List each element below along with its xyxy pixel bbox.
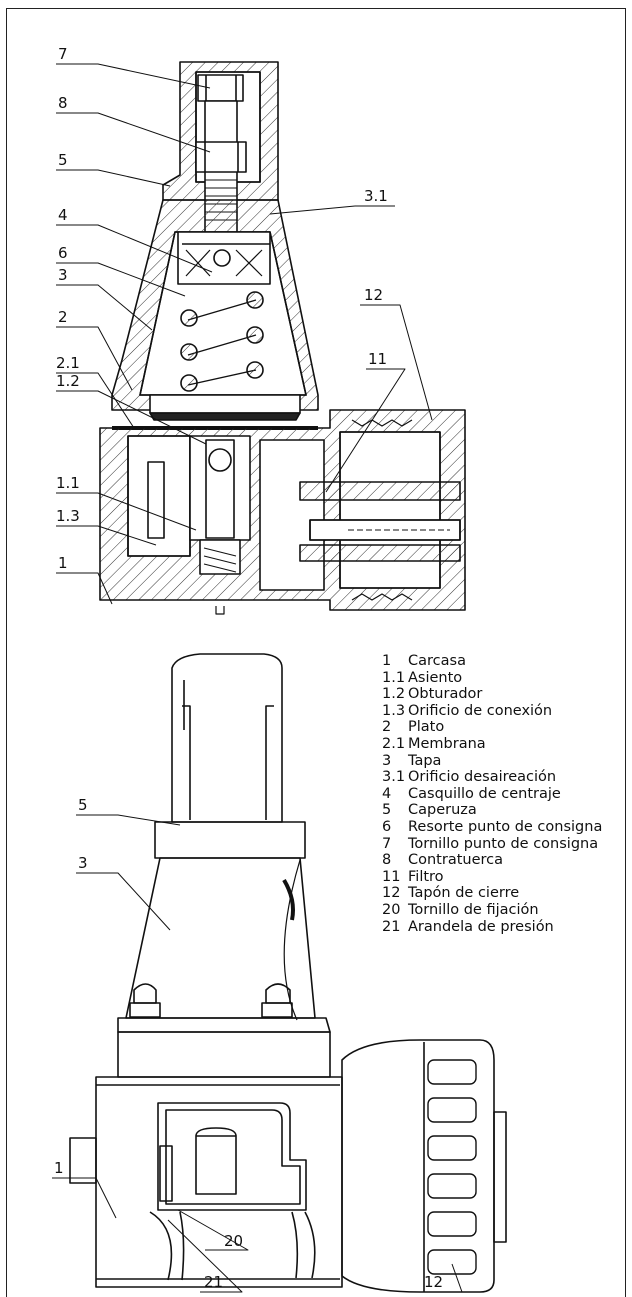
setpoint-spring [180, 291, 264, 392]
callout-1-3: 1.3 [56, 507, 80, 525]
callout-7: 7 [58, 45, 68, 63]
callout-2-1: 2.1 [56, 354, 80, 372]
callout-3-1: 3.1 [364, 187, 388, 205]
leader-lines [52, 63, 463, 1293]
fixing-screw [195, 1135, 237, 1195]
cap-exterior [171, 653, 283, 823]
callout-1-1: 1.1 [56, 474, 80, 492]
section-view [99, 61, 466, 615]
callout-1-exterior: 1 [54, 1159, 64, 1177]
callout-12-exterior: 12 [424, 1273, 444, 1291]
callout-5: 5 [58, 151, 68, 169]
cap-ring [154, 821, 306, 859]
exterior-view [69, 653, 507, 1293]
callout-8: 8 [58, 94, 68, 112]
closing-plug-exterior [341, 1039, 495, 1293]
filter [299, 481, 461, 501]
spring-washer [159, 1145, 173, 1202]
callout-1-2: 1.2 [56, 372, 80, 390]
flange [117, 1031, 331, 1078]
plate [149, 394, 301, 414]
drawing-frame [6, 8, 626, 1297]
callout-20: 20 [224, 1232, 244, 1250]
bonnet-screws [129, 983, 293, 1018]
callout-21: 21 [204, 1273, 224, 1291]
callout-3: 3 [58, 266, 68, 284]
body-exterior [95, 1076, 343, 1288]
callout-6: 6 [58, 244, 68, 262]
centering-sleeve [177, 231, 271, 285]
callout-12: 12 [364, 286, 384, 304]
callout-3-exterior: 3 [78, 854, 88, 872]
callout-4: 4 [58, 206, 68, 224]
callout-1: 1 [58, 554, 68, 572]
callout-5-exterior: 5 [78, 796, 88, 814]
callout-2: 2 [58, 308, 68, 326]
callout-11: 11 [368, 350, 388, 368]
